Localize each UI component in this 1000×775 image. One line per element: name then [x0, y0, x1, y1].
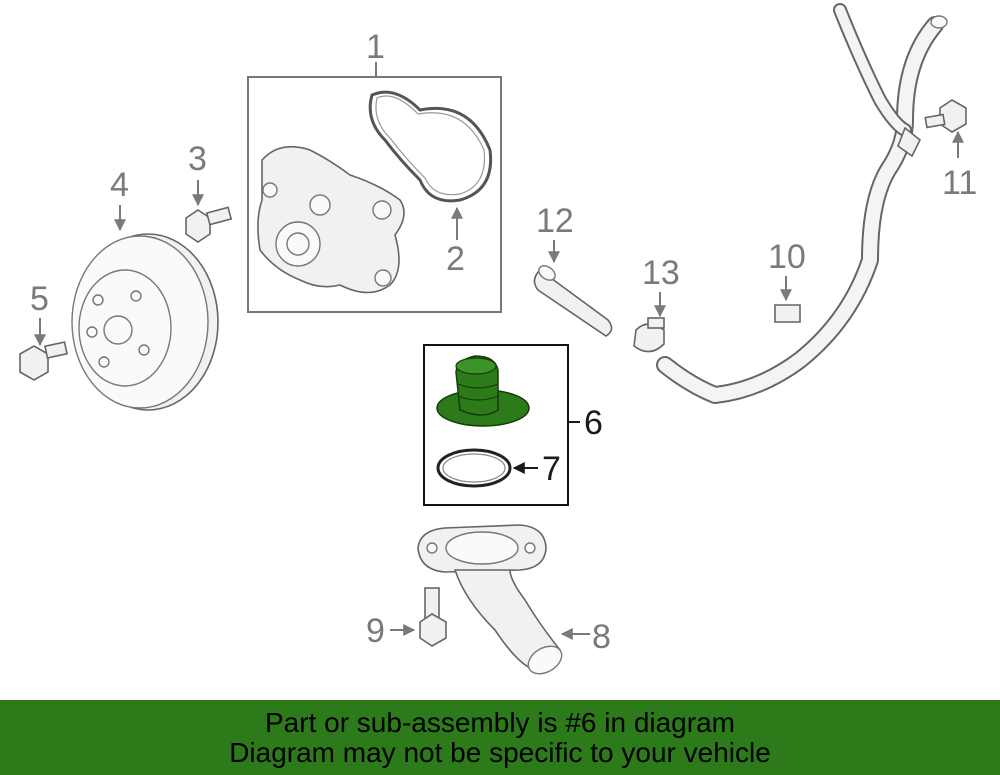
- banner-line-2: Diagram may not be specific to your vehi…: [229, 736, 771, 768]
- callout-9: 9: [366, 612, 385, 650]
- callout-3: 3: [188, 140, 207, 178]
- pump-bolt: 3: [185, 140, 233, 243]
- housing-bolt: 9: [366, 587, 447, 650]
- callout-4: 4: [110, 166, 129, 204]
- pipe-bolt: 11: [924, 99, 977, 202]
- pulley-bolt: 5: [19, 280, 68, 381]
- water-pump-gasket: [368, 90, 493, 203]
- banner-line-1: Part or sub-assembly is #6 in diagram: [265, 706, 735, 738]
- bypass-hose: 12: [533, 202, 613, 337]
- callout-6: 6: [584, 404, 603, 442]
- callout-2: 2: [446, 240, 465, 278]
- callout-8: 8: [592, 618, 611, 656]
- callout-10: 10: [768, 238, 806, 276]
- hose-clamp: 13: [633, 254, 680, 353]
- water-pump-assembly: 1 2: [247, 28, 502, 313]
- pump-pulley: 4: [71, 166, 219, 411]
- callout-7: 7: [542, 450, 561, 488]
- callout-11: 11: [942, 164, 977, 202]
- callout-5: 5: [30, 280, 49, 318]
- callout-12: 12: [536, 202, 574, 240]
- thermostat-assembly: 6 7: [423, 344, 603, 506]
- info-banner: Part or sub-assembly is #6 in diagram Di…: [0, 700, 1000, 775]
- callout-13: 13: [642, 254, 680, 292]
- exploded-parts-diagram: 1 2 3 4 5: [19, 3, 977, 675]
- thermostat-housing: 8: [417, 524, 611, 675]
- callout-1: 1: [366, 28, 385, 66]
- water-pump-box: [247, 76, 502, 313]
- coolant-pipe: 10: [656, 3, 948, 404]
- thermostat-gasket: [436, 448, 512, 488]
- thermostat-box: [423, 344, 569, 506]
